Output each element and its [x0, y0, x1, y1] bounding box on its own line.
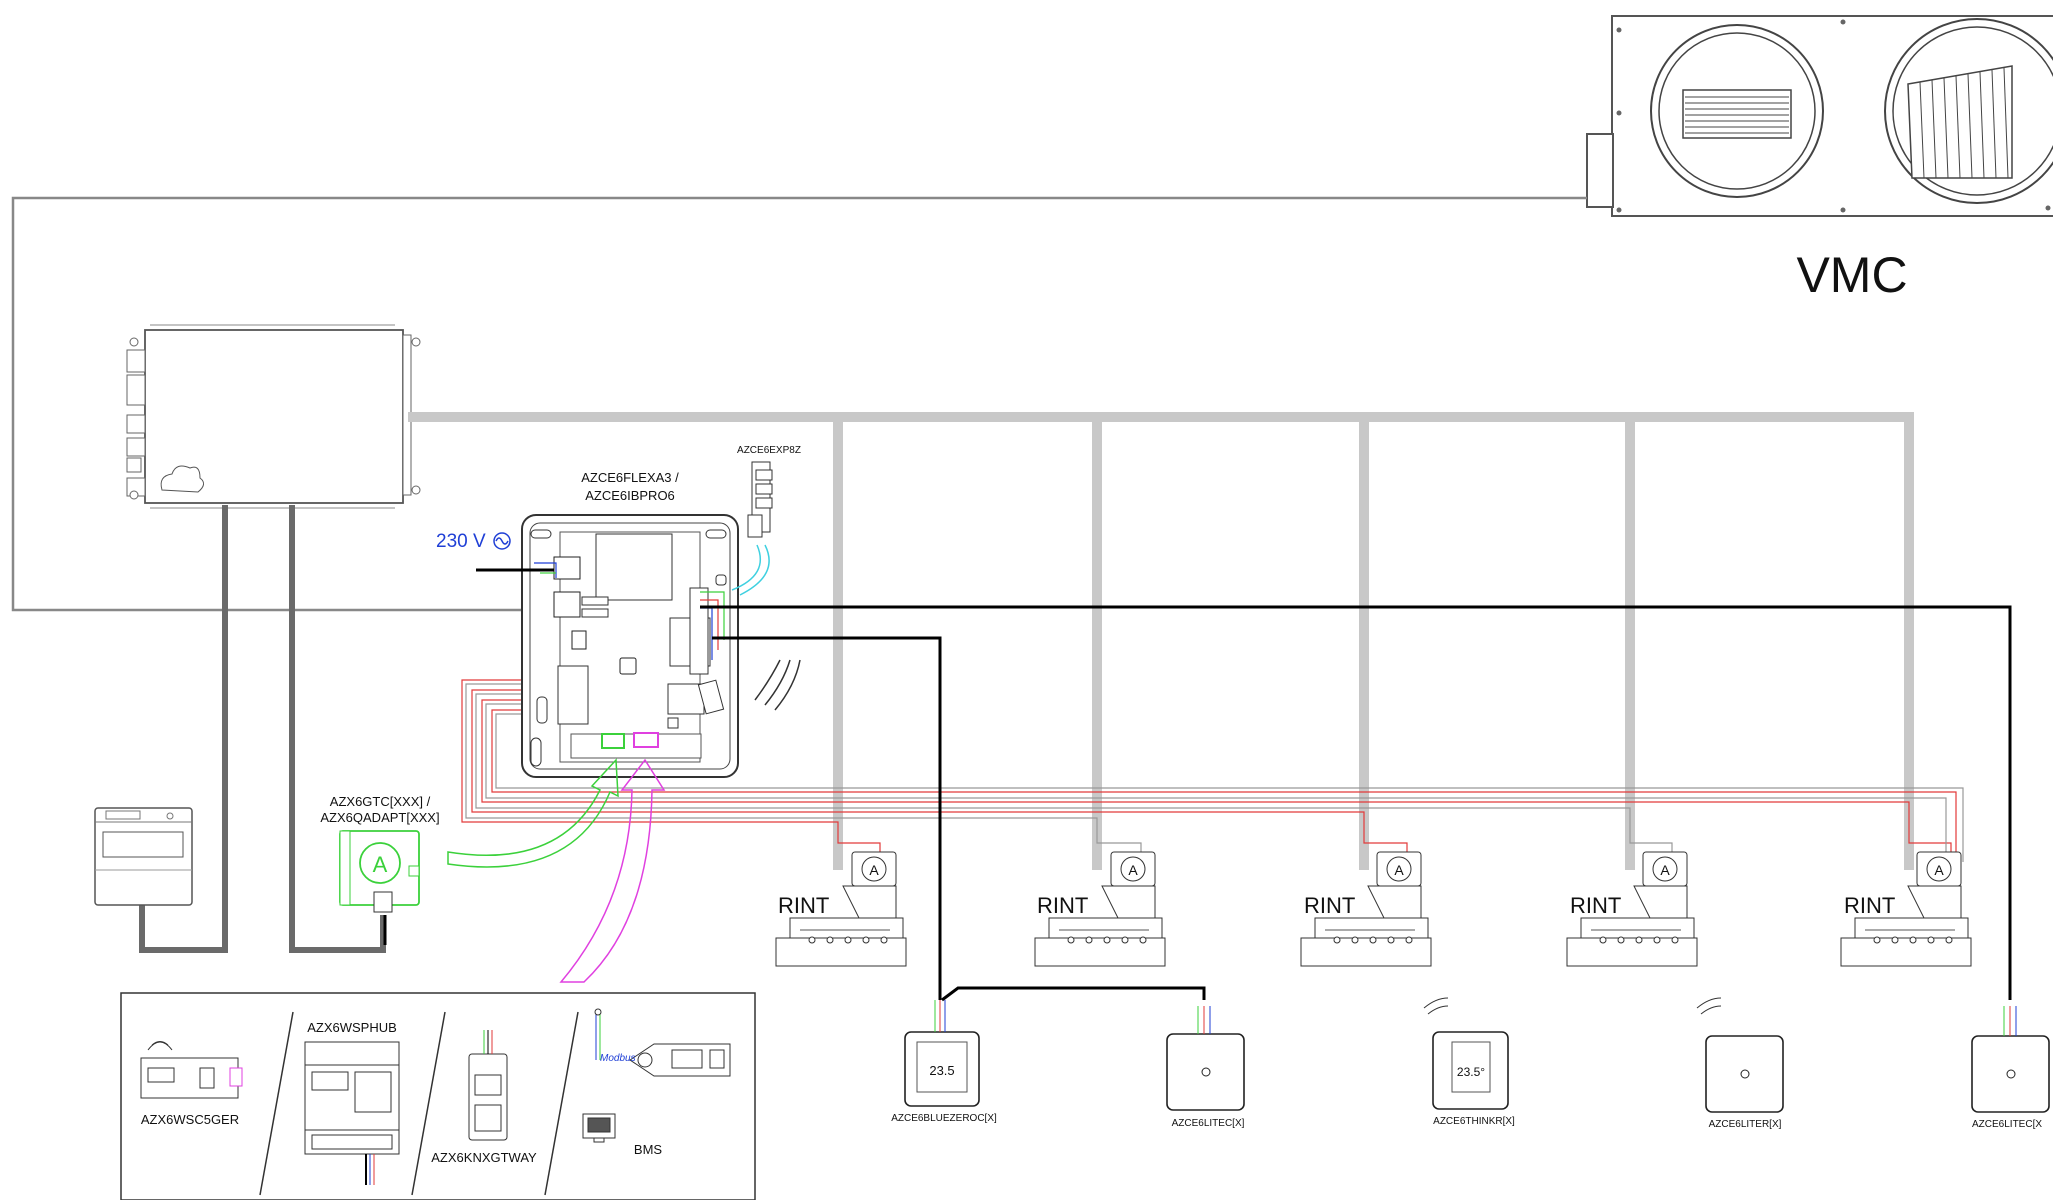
- power-label: 230 V: [436, 531, 486, 552]
- thermostat-5-label: AZCE6LITEC[X: [1972, 1119, 2042, 1130]
- control-cables: [383, 605, 2012, 1002]
- fan-right-icon: [1884, 18, 2053, 204]
- svg-text:A: A: [1394, 862, 1404, 878]
- accessories-box: AZX6WSC5GER AZX6WSPHUB AZX6KNXGTWAY: [120, 992, 756, 1200]
- bms-group: [582, 1008, 731, 1143]
- vmc-loop-line: [11, 196, 1587, 612]
- knx-gateway: [468, 1030, 508, 1141]
- rint-label-2: RINT: [1037, 893, 1088, 918]
- thermostat-4: [1696, 997, 1784, 1113]
- wsc-label: AZX6WSC5GER: [141, 1112, 239, 1127]
- gateway-letter: A: [373, 852, 388, 877]
- main-controller: [476, 514, 739, 778]
- communication-bus: [461, 679, 1964, 862]
- magenta-connection-arrow: [559, 758, 666, 983]
- modbus-label: Modbus: [600, 1053, 636, 1064]
- bms-label: BMS: [634, 1142, 663, 1157]
- supply-ducts: [408, 412, 1914, 870]
- ahu-cables: [139, 505, 386, 953]
- fan-left-icon: [1650, 24, 1824, 198]
- controller-label-2: AZCE6IBPRO6: [585, 488, 675, 503]
- rint-unit-3: A: [1300, 851, 1432, 967]
- vmc-label: VMC: [1796, 247, 1907, 303]
- rint-label-5: RINT: [1844, 893, 1895, 918]
- wsc-module: [140, 1041, 243, 1099]
- expansion-label: AZCE6EXP8Z: [737, 445, 801, 456]
- hub-label: AZX6WSPHUB: [307, 1020, 397, 1035]
- gateway-label-2: AZX6QADAPT[XXX]: [320, 810, 439, 825]
- thermostat-5: [1971, 1006, 2050, 1113]
- thermostat-3: 23.5°: [1423, 997, 1509, 1110]
- knx-label: AZX6KNXGTWAY: [431, 1150, 537, 1165]
- svg-text:A: A: [869, 862, 879, 878]
- rint-unit-5: A: [1840, 851, 1972, 967]
- vmc-unit: [1586, 15, 2053, 217]
- thermostat-2: [1166, 1006, 1245, 1111]
- gateway-module: A: [339, 830, 420, 913]
- thermostat-1-label: AZCE6BLUEZEROC[X]: [891, 1113, 997, 1124]
- rint-unit-2: A: [1034, 851, 1166, 967]
- rint-unit-4: A: [1566, 851, 1698, 967]
- thermostat-1: 23.5: [904, 1000, 980, 1107]
- thermostat-3-label: AZCE6THINKR[X]: [1433, 1116, 1515, 1127]
- rint-unit-1: A: [775, 851, 907, 967]
- controller-label-1: AZCE6FLEXA3 /: [581, 470, 679, 485]
- wsp-hub: [304, 1041, 400, 1185]
- ac-power-icon: [493, 532, 511, 550]
- gateway-label-1: AZX6GTC[XXX] /: [330, 794, 431, 809]
- rint-label-4: RINT: [1570, 893, 1621, 918]
- air-handling-unit: [126, 324, 421, 509]
- thermostat-2-label: AZCE6LITEC[X]: [1172, 1118, 1245, 1129]
- svg-text:A: A: [1660, 862, 1670, 878]
- svg-text:A: A: [1934, 862, 1944, 878]
- thermostat-1-display: 23.5: [929, 1063, 954, 1078]
- green-connection-arrow: [447, 758, 619, 868]
- rint-label-1: RINT: [778, 893, 829, 918]
- rint-label-3: RINT: [1304, 893, 1355, 918]
- thermostat-wall-panel: [94, 807, 193, 906]
- thermostat-4-label: AZCE6LITER[X]: [1709, 1119, 1782, 1130]
- thermostat-3-display: 23.5°: [1457, 1065, 1485, 1079]
- wireless-signal-icon: [754, 659, 801, 711]
- svg-text:A: A: [1128, 862, 1138, 878]
- expansion-module: [731, 461, 773, 596]
